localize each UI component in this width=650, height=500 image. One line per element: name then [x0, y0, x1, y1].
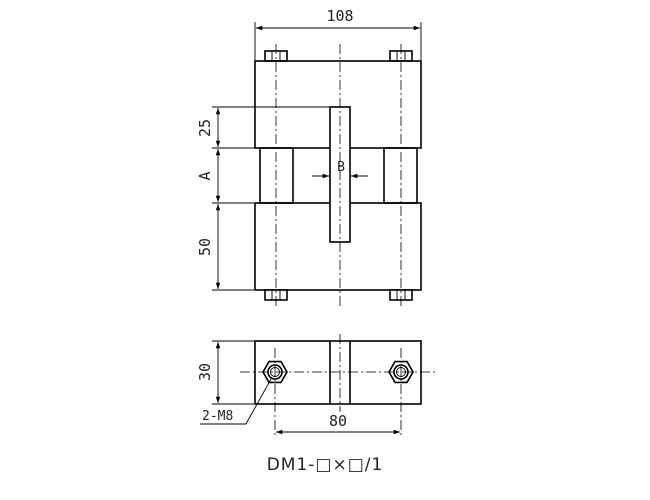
- leader-2-m8: [245, 378, 272, 425]
- dim-25-label: 25: [196, 119, 214, 137]
- model-caption: DM1-□×□/1: [266, 455, 384, 475]
- side-view: 30 80 2-M8: [196, 334, 437, 438]
- dim-50-label: 50: [196, 238, 214, 256]
- right-column: [383, 147, 418, 204]
- left-column: [259, 147, 294, 204]
- side-body: [254, 340, 422, 405]
- dim-a-label: A: [196, 171, 214, 180]
- front-view: 108 25 A 50 B: [196, 7, 422, 306]
- dim-b-label: B: [337, 160, 345, 175]
- dim-80-label: 80: [329, 412, 347, 430]
- dim-30-label: 30: [196, 363, 214, 381]
- dim-108-label: 108: [326, 7, 353, 25]
- bolt-callout-label: 2-M8: [202, 409, 233, 424]
